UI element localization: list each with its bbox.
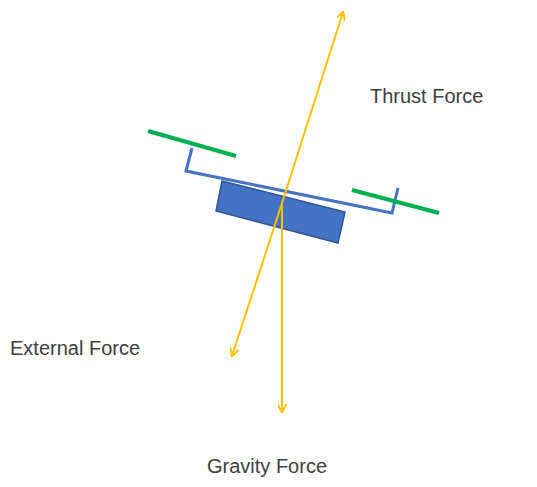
left-propeller xyxy=(148,131,236,156)
force-label: Gravity Force xyxy=(207,454,327,478)
thrust-arrow xyxy=(284,12,343,197)
drone-body xyxy=(216,181,345,243)
external-force-arrow xyxy=(232,197,284,356)
force-label: External Force xyxy=(10,336,140,360)
force-label: Thrust Force xyxy=(370,84,483,108)
gravity-arrow xyxy=(281,205,283,412)
right-propeller xyxy=(352,190,439,213)
